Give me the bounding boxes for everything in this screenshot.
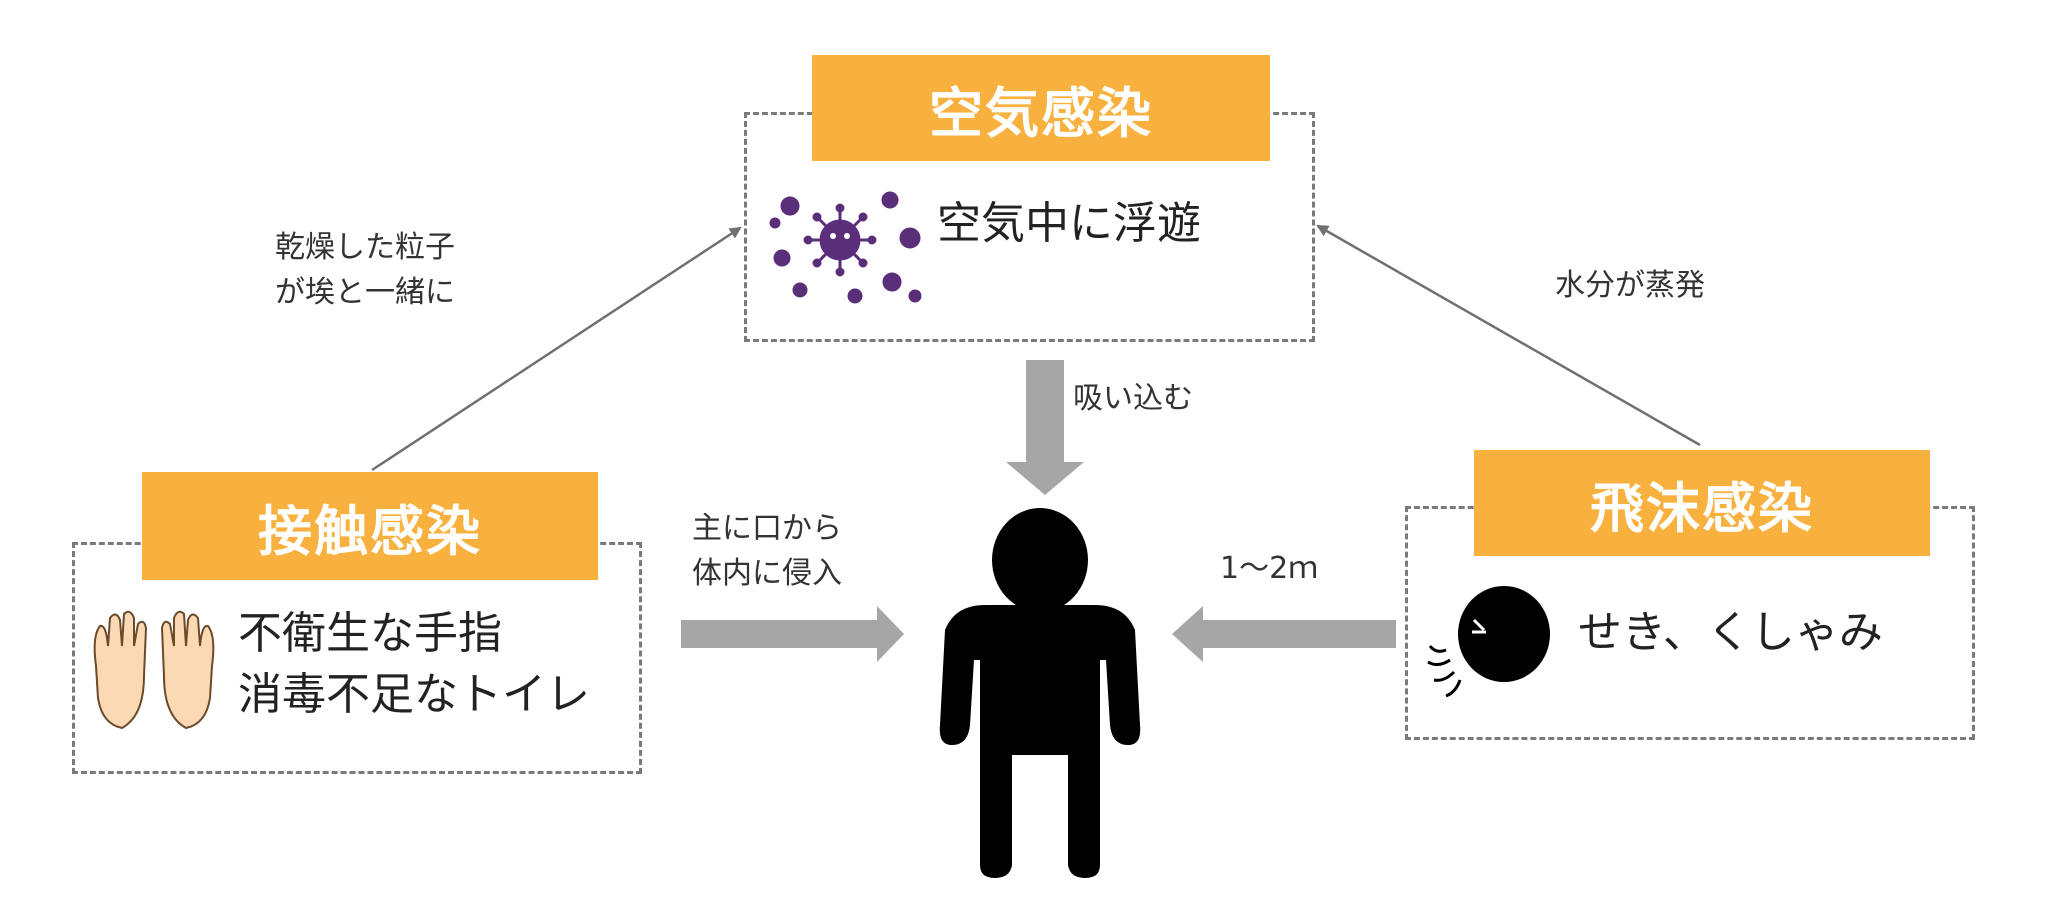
air-to-person-arrow xyxy=(1006,360,1084,495)
sneeze-icon xyxy=(1427,586,1550,698)
contact-title: 接触感染 xyxy=(142,472,598,580)
edge-label-contact-to-person-2: 体内に侵入 xyxy=(692,556,842,591)
person-icon xyxy=(939,508,1141,878)
hands-icon xyxy=(93,610,215,730)
contact-line1: 不衛生な手指 xyxy=(238,608,502,659)
edge-label-air-to-person: 吸い込む xyxy=(1073,381,1193,416)
airborne-title: 空気感染 xyxy=(812,55,1270,161)
edge-label-contact-to-air-1: 乾燥した粒子 xyxy=(275,230,455,265)
droplet-to-person-arrow xyxy=(1172,606,1396,662)
edge-label-droplet-to-person: 1～2ｍ xyxy=(1220,551,1319,586)
edge-label-contact-to-air-2: が埃と一緒に xyxy=(275,275,455,310)
edge-label-contact-to-person-1: 主に口から xyxy=(692,511,842,546)
droplet-to-air-arrow xyxy=(1316,224,1701,447)
droplet-title: 飛沫感染 xyxy=(1474,450,1930,556)
virus-icon xyxy=(769,191,922,304)
airborne-description: 空気中に浮遊 xyxy=(937,198,1201,249)
contact-line2: 消毒不足なトイレ xyxy=(238,669,590,720)
droplet-description: せき、くしゃみ xyxy=(1578,607,1883,658)
edge-label-droplet-to-air: 水分が蒸発 xyxy=(1555,268,1705,303)
contact-to-air-arrow xyxy=(371,226,742,472)
contact-to-person-arrow xyxy=(681,606,904,662)
